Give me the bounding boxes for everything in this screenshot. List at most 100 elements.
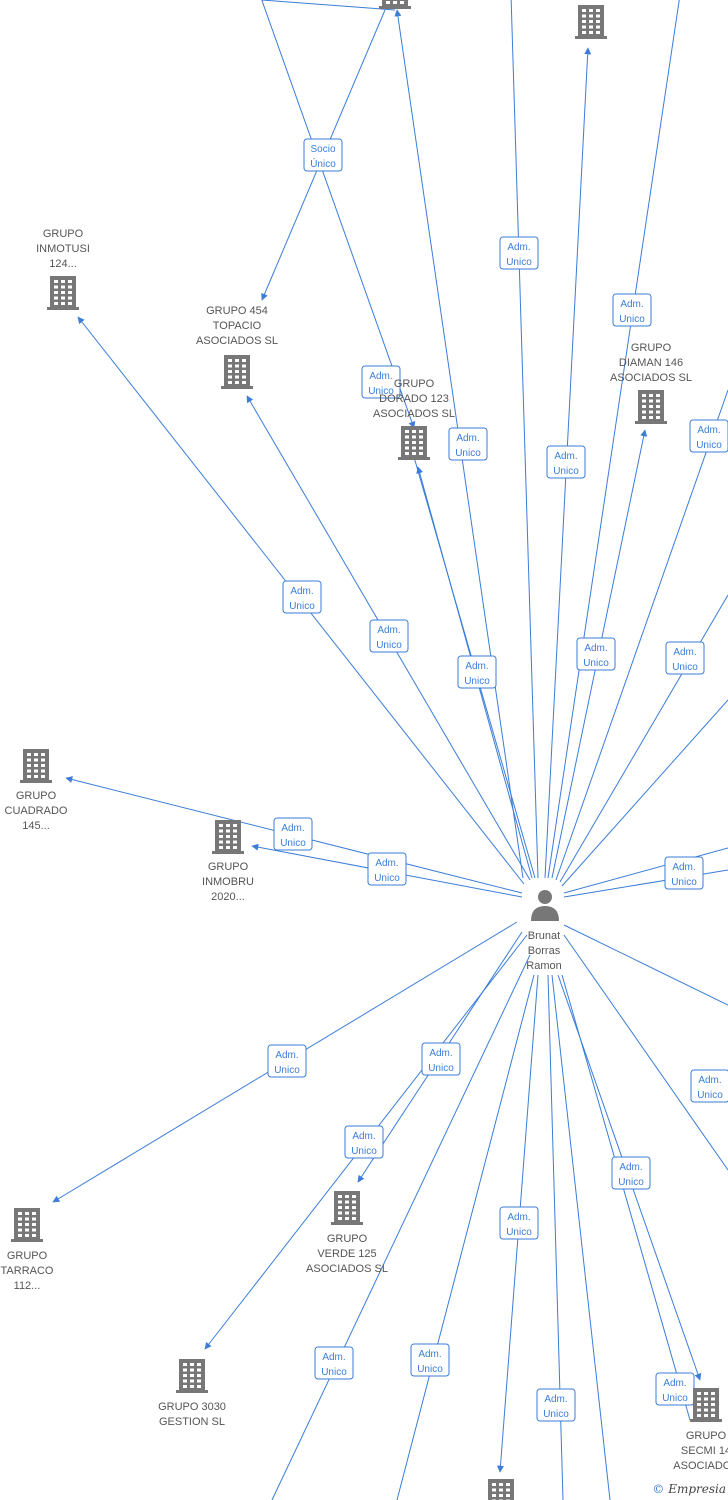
edge-label-text: Adm. [377,625,400,636]
company-top-right-partial-icon[interactable] [575,5,607,39]
edge-label-text: Unico [671,877,697,888]
edge-label-e7[interactable]: Adm.Unico [282,580,322,614]
edge-label-e21[interactable]: Adm.Unico [314,1346,354,1380]
edge-label-e5[interactable]: Adm.Unico [546,445,586,479]
company-bottom-partial-icon[interactable] [485,1479,517,1500]
edge-label-text: Adm. [322,1352,345,1363]
edge-label-text: Unico [543,1409,569,1420]
edge-label-box [314,1346,354,1380]
edge-label-text: Adm. [418,1349,441,1360]
edge-label-e17[interactable]: Adm.Unico [344,1125,384,1159]
edge-label-e1[interactable]: Adm.Unico [499,236,539,270]
company-inmotusi-label: 124... [49,258,77,270]
company-inmobru-label: 2020... [211,891,245,903]
edge-labels-layer: SocioÚnicoAdm.UnicoAdm.UnicoAdm.UnicoAdm… [267,138,728,1422]
edge-label-text: Unico [455,448,481,459]
company-gestion-icon[interactable] [176,1359,208,1393]
edge-label-e10[interactable]: Adm. Unico [576,637,616,671]
company-verde-icon[interactable] [331,1191,363,1225]
edge-label-text: Adm. [465,661,488,672]
edge-label-e13[interactable]: Adm.Unico [367,852,407,886]
company-inmobru-icon[interactable] [212,820,244,854]
edge-label-e6[interactable]: Adm.Unico [689,419,728,453]
edge-label-text: Adm. [584,643,607,654]
brand-logo[interactable]: Empresia [668,1482,726,1496]
edge-label-text: Unico [619,314,645,325]
company-inmotusi-icon[interactable] [47,276,79,310]
edge-label-text: Adm. [275,1050,298,1061]
edge-label-text: Unico [428,1063,454,1074]
edge-label-text: Unico [368,386,394,397]
company-secmi-label: ASOCIADOS [673,1460,728,1472]
edge-label-e24[interactable]: Adm. Unico [655,1372,695,1406]
edge-label-text: Unico [417,1364,443,1375]
company-secmi-icon[interactable] [690,1388,722,1422]
edge-label-box [499,236,539,270]
edge-label-text: Adm. [663,1378,686,1389]
edge-label-box [267,1044,307,1078]
company-dorado-icon[interactable] [398,426,430,460]
edge-label-text: Unico [696,440,722,451]
edge-label-text: Unico [464,676,490,687]
company-tarraco-label: TARRACO [1,1265,54,1277]
company-diaman-icon[interactable] [635,390,667,424]
copyright-symbol: © [652,1482,665,1496]
edge-label-text: Adm. [352,1131,375,1142]
company-verde-label: VERDE 125 [317,1248,376,1260]
edge-label-e20[interactable]: Adm.Unico [499,1206,539,1240]
edge-label-e15[interactable]: Adm. Unico [267,1044,307,1078]
edge-label-text: Unico [506,257,532,268]
edge-label-e3[interactable]: Adm. Unico [361,365,401,399]
edge-line [261,0,396,11]
edge-label-e8[interactable]: Adm.Unico [369,619,409,653]
edge-line [510,0,539,879]
edge-label-text: Unico [662,1393,688,1404]
person-name-label: Borras [528,945,561,957]
company-dorado-label: GRUPO [394,378,435,390]
edge-label-text: Unico [553,466,579,477]
edge-line [271,954,531,1500]
company-topacio-icon[interactable] [221,355,253,389]
company-tarraco-icon[interactable] [11,1208,43,1242]
person-name-label: Brunat [528,930,560,942]
edge-label-e14[interactable]: Adm.Unico [664,856,704,890]
company-diaman-label: GRUPO [631,342,672,354]
person-icon[interactable] [531,890,559,921]
edge-line [396,974,535,1500]
company-cuadrado-icon[interactable] [20,749,52,783]
edge-label-e23[interactable]: Adm.Unico [536,1388,576,1422]
edges-layer [52,0,728,1500]
edge-label-e2[interactable]: Adm.Unico [612,293,652,327]
edge-label-text: Unico [274,1065,300,1076]
company-dorado-label: ASOCIADOS SL [373,408,455,420]
edge-label-e19[interactable]: Adm.Unico [611,1156,651,1190]
company-tarraco-label: 112... [14,1280,41,1292]
edge-label-box [344,1125,384,1159]
edge-label-e12[interactable]: Adm.Unico [273,817,313,851]
company-cuadrado-label: GRUPO [16,790,57,802]
edge-line [561,699,728,887]
edge-label-box [664,856,704,890]
edge-label-text: Unico [374,873,400,884]
edge-label-box [273,817,313,851]
edge-label-e9[interactable]: Adm. Unico [457,655,497,689]
company-inmobru-label: GRUPO [208,861,249,873]
company-verde-label: GRUPO [327,1233,368,1245]
edge-label-text: Adm. [369,371,392,382]
edge-label-e22[interactable]: Adm. Unico [410,1343,450,1377]
company-tarraco-label: GRUPO [7,1250,48,1262]
edge-label-text: Unico [618,1177,644,1188]
company-secmi-label: SECMI 14 [681,1445,728,1457]
edge-label-e16[interactable]: Adm.Unico [421,1042,461,1076]
edge-label-text: Unico [583,658,609,669]
edge-label-box [421,1042,461,1076]
edge-label-e4[interactable]: Adm.Unico [448,427,488,461]
edge-line [555,389,728,881]
edge-label-text: Unico [506,1227,532,1238]
edge-label-e18[interactable]: Adm.Unico [690,1069,728,1103]
edge-label-e11[interactable]: Adm.Unico [665,641,705,675]
company-top-partial-icon[interactable] [379,0,411,9]
